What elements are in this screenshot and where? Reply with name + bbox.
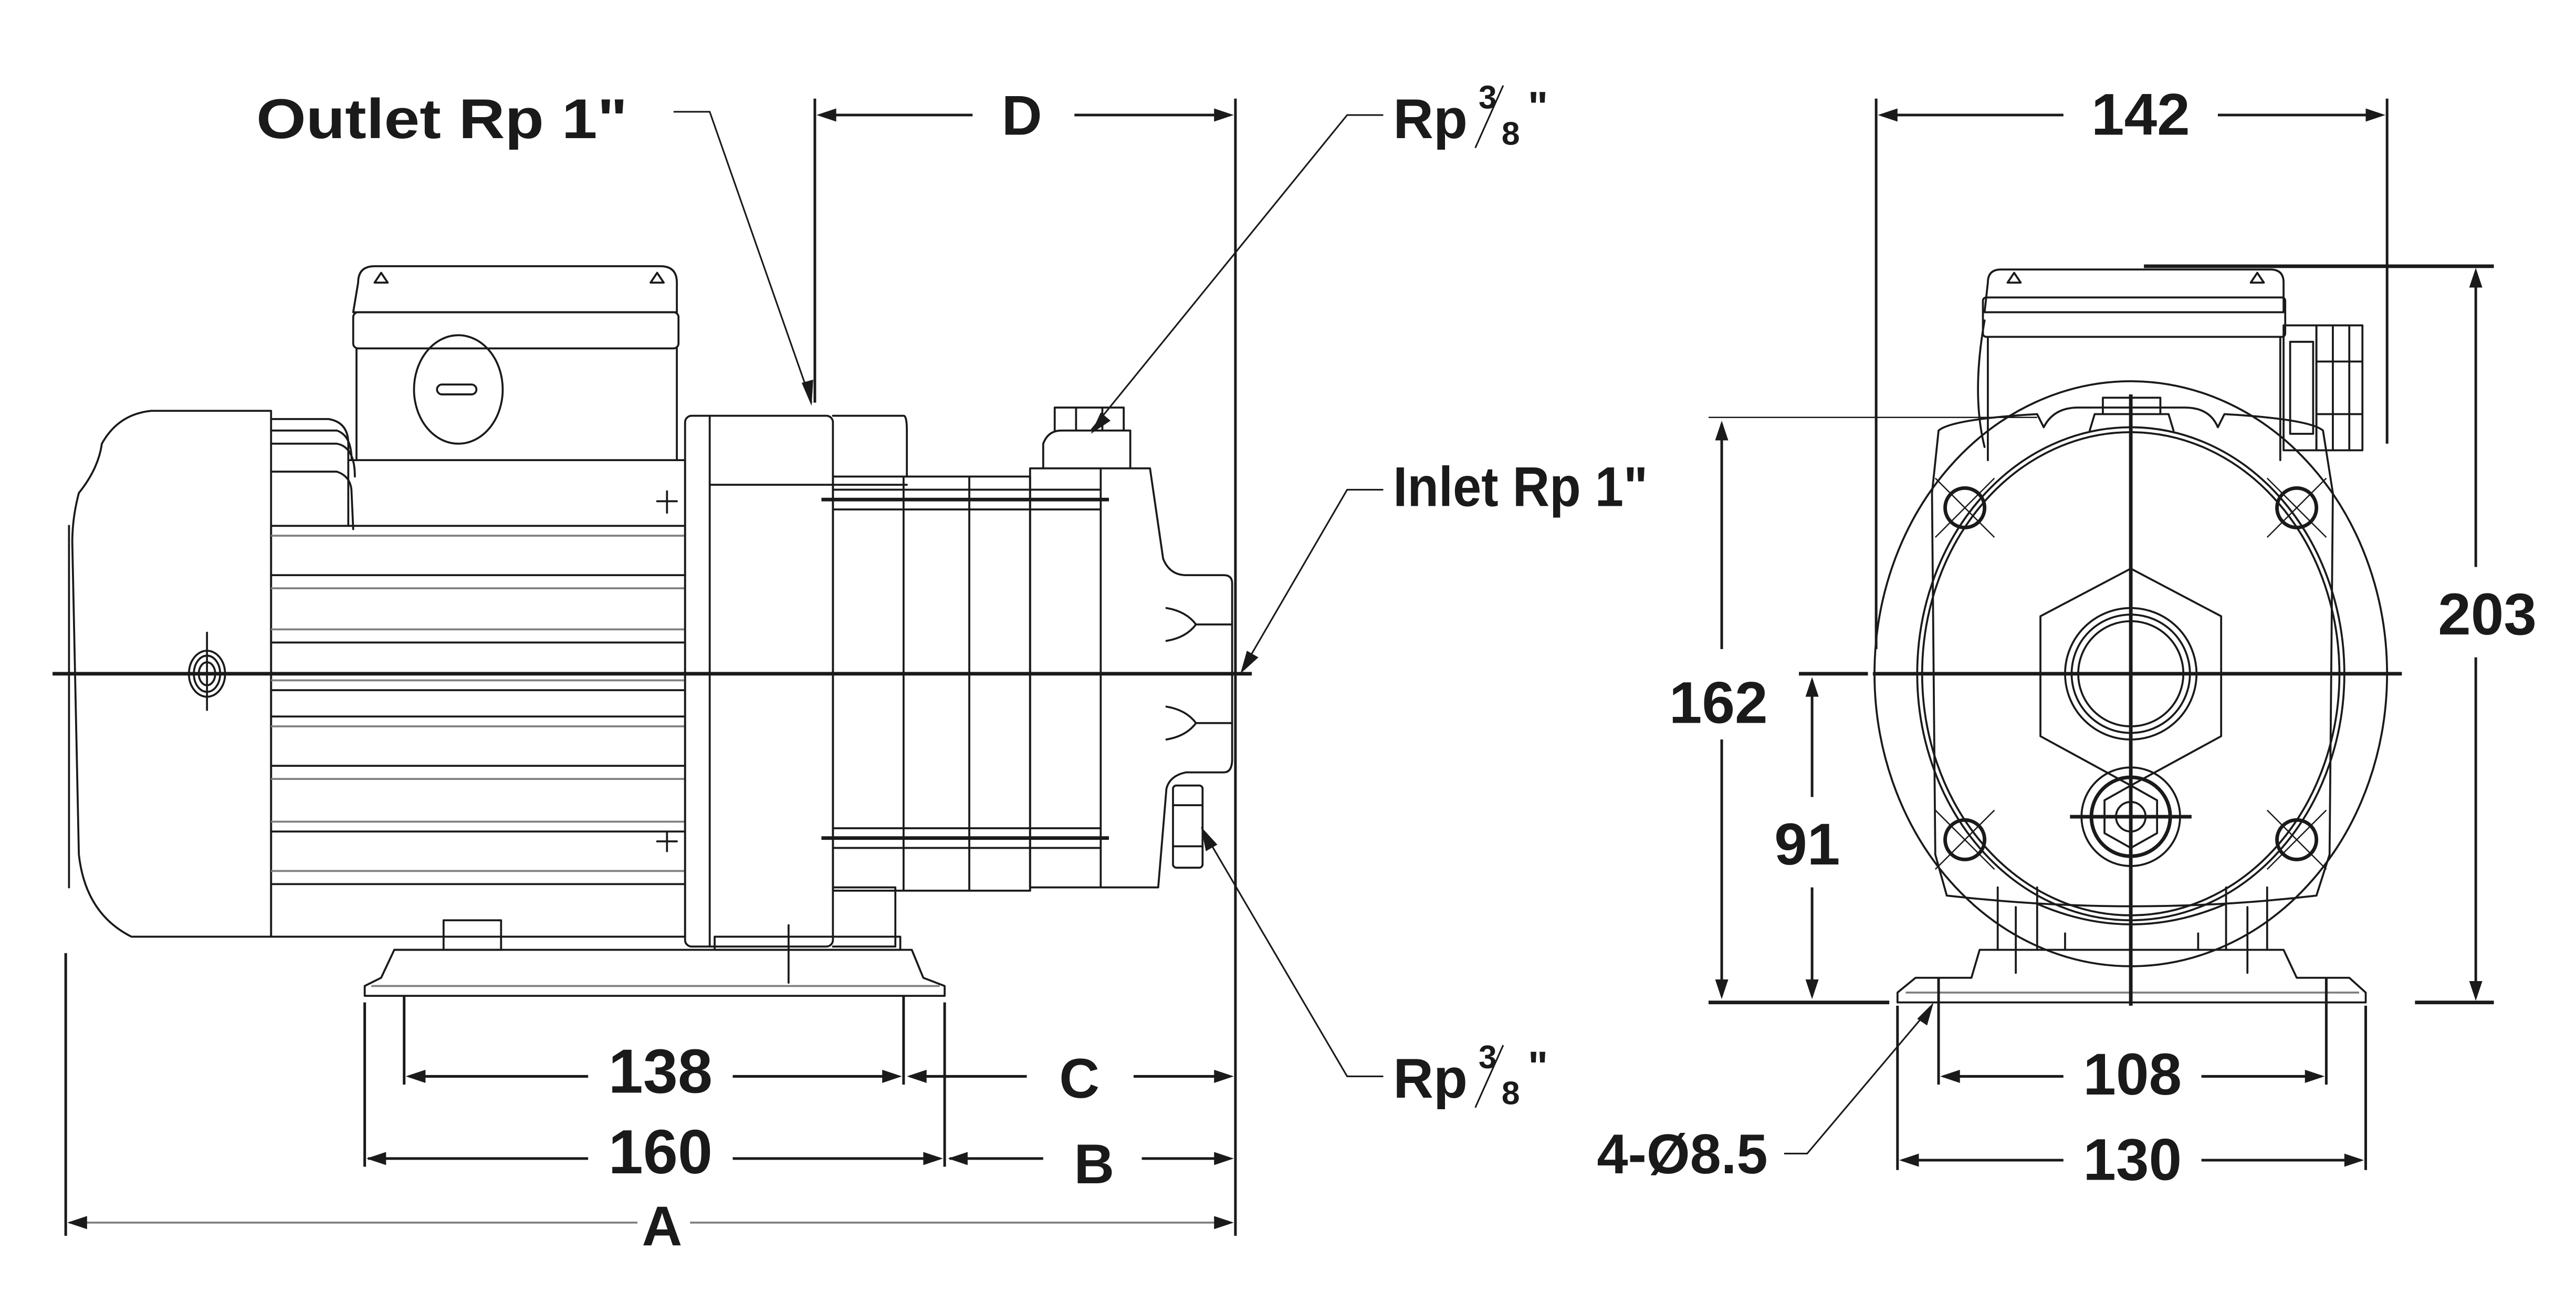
side-view: Outlet Rp 1" Inlet Rp 1" Rp 3 8 " Rp 3 8… (53, 79, 1648, 1258)
dim-160-label: 160 (609, 1117, 713, 1187)
dim-130-label: 130 (2083, 1127, 2182, 1193)
outlet-label: Outlet Rp 1" (256, 88, 627, 150)
fan-cover (68, 410, 273, 938)
drain-plug-label: Rp 3 8 " (1393, 1039, 1548, 1112)
svg-text:3: 3 (1479, 79, 1497, 116)
end-casing-bolts (1934, 477, 2327, 870)
terminal-box (352, 265, 680, 461)
motor-body (187, 418, 686, 938)
side-dimensions (64, 98, 1237, 1236)
svg-text:8: 8 (1502, 1075, 1520, 1112)
end-cable-gland-icon (2282, 324, 2364, 452)
end-base (1896, 886, 2367, 1004)
svg-text:Rp: Rp (1393, 1047, 1468, 1110)
adapter-flange (684, 414, 908, 948)
bolt-icon (2266, 477, 2327, 538)
dim-a-label: A (642, 1195, 683, 1258)
inlet-label: Inlet Rp 1" (1393, 456, 1648, 518)
cable-gland-icon (413, 334, 504, 445)
side-leaders (673, 111, 1384, 1078)
dim-203-label: 203 (2438, 581, 2537, 647)
svg-text:8: 8 (1502, 115, 1520, 152)
bolt-icon (1934, 477, 1995, 538)
dim-108-label: 108 (2083, 1041, 2182, 1107)
side-base (363, 919, 946, 997)
end-view: 142 203 162 91 108 130 4-Ø8.5 (1597, 81, 2537, 1193)
mounting-holes-label: 4-Ø8.5 (1597, 1123, 1767, 1185)
bolt-icon (2266, 809, 2327, 870)
dim-d-label: D (1002, 85, 1042, 147)
dim-162-label: 162 (1669, 670, 1768, 736)
dim-91-label: 91 (1774, 811, 1840, 877)
pump-stages (821, 407, 1233, 892)
dim-c-label: C (1059, 1047, 1099, 1110)
svg-text:": " (1528, 1043, 1548, 1091)
end-dimensions (1708, 98, 2494, 1170)
end-terminal-box (1977, 268, 2364, 461)
dim-b-label: B (1074, 1133, 1114, 1195)
dim-142-label: 142 (2091, 81, 2190, 148)
svg-text:": " (1528, 84, 1548, 131)
svg-text:Rp: Rp (1393, 88, 1468, 150)
dim-138-label: 138 (609, 1037, 713, 1107)
svg-text:3: 3 (1479, 1039, 1497, 1076)
bolt-icon (1934, 809, 1995, 870)
priming-plug-label: Rp 3 8 " (1393, 79, 1548, 152)
